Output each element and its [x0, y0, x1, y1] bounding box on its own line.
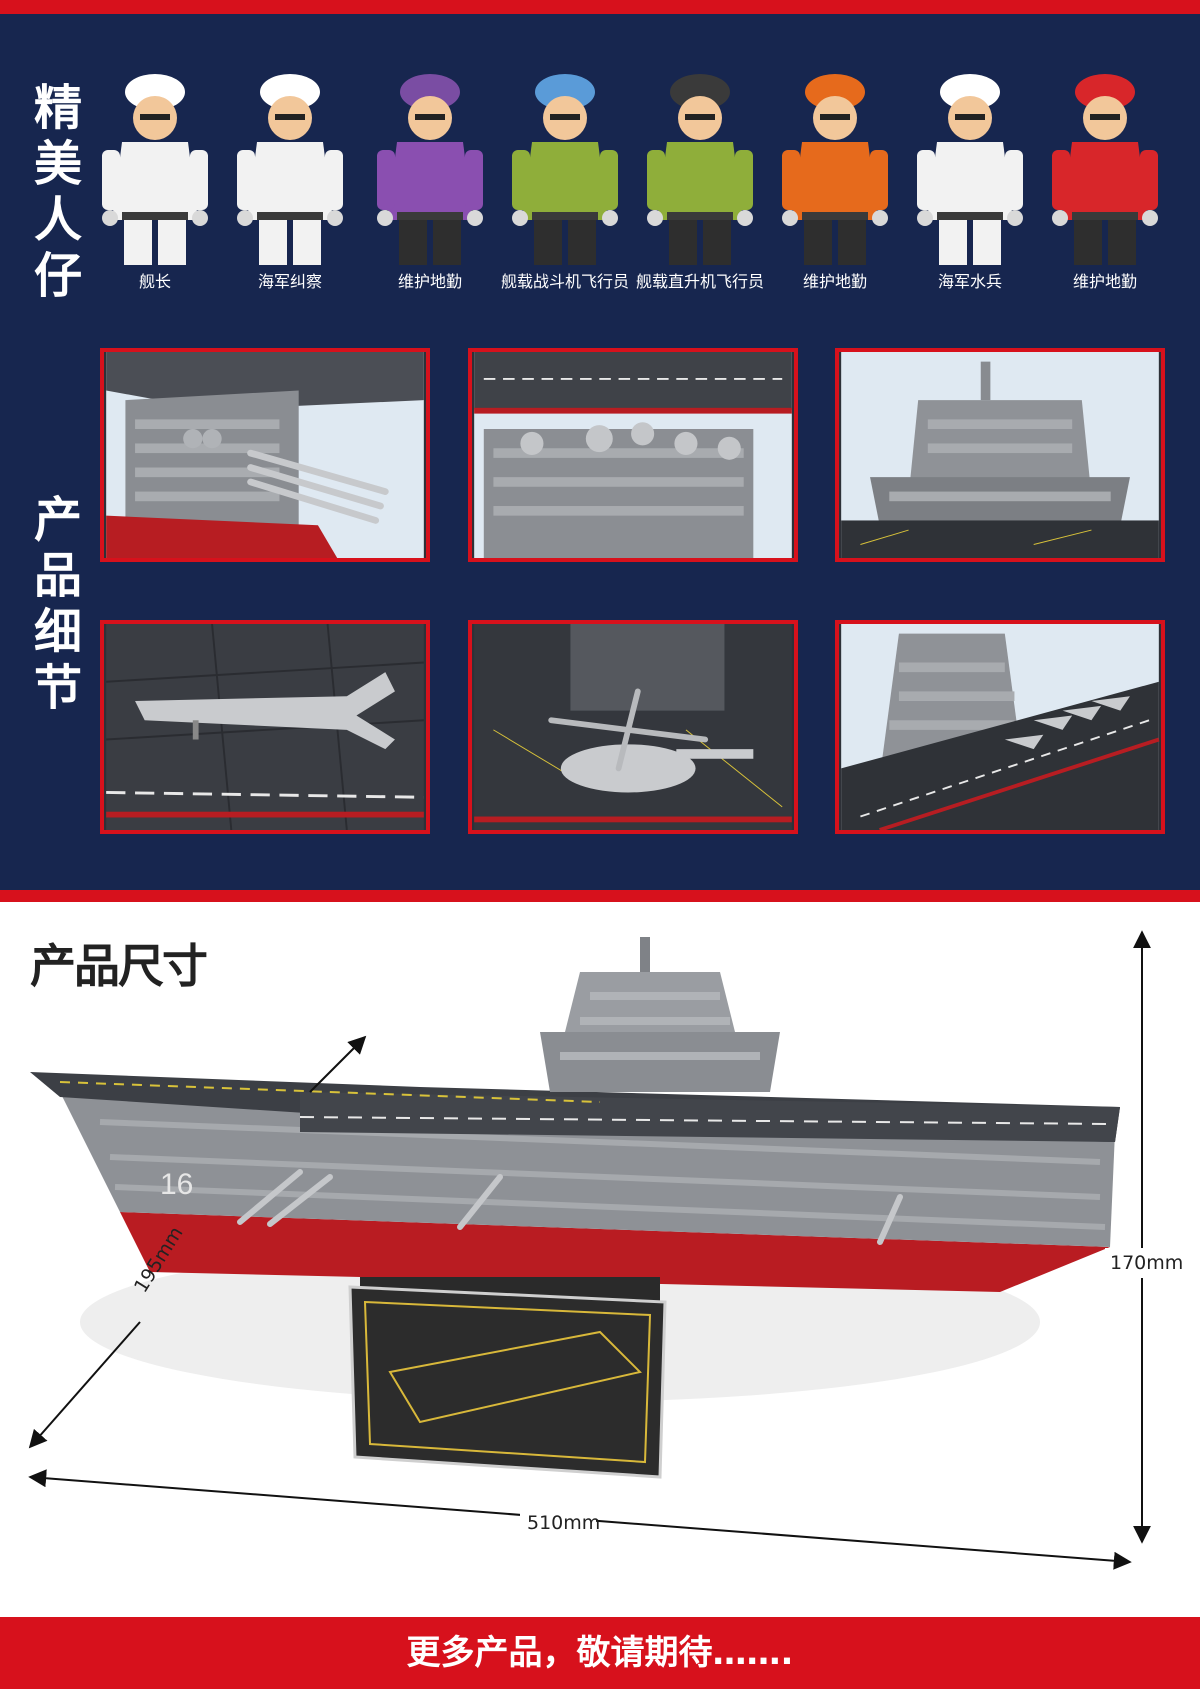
minifigure-image: [917, 74, 1023, 265]
minifigure-label: 维护地勤: [397, 272, 462, 291]
minifigure-image: [102, 74, 208, 265]
minifigure: [1040, 70, 1170, 300]
minifigure-image: [782, 74, 888, 265]
section-divider: [0, 890, 1200, 902]
detail-panel-deck: [835, 620, 1165, 834]
display-plaque: [348, 1285, 667, 1479]
width-label: 510mm: [527, 1512, 601, 1534]
minifigure-image: [237, 74, 343, 265]
details-title-text: 产品细节: [33, 492, 82, 716]
detail-panel-hangar: [468, 348, 798, 562]
minifigure-label: 舰载战斗机飞行员: [500, 272, 629, 291]
height-label-bg: [1105, 1248, 1181, 1278]
minifigure-label: 海军水兵: [937, 272, 1002, 291]
width-label-bg: [520, 1510, 596, 1538]
island-detail-image: [841, 352, 1159, 558]
deck-detail-image: [841, 624, 1160, 830]
helicopter-detail-image: [474, 624, 792, 830]
hull-number: 16: [160, 1168, 193, 1201]
dimension-diagram: 16: [28, 930, 1151, 1570]
minifigure-image: [647, 74, 753, 265]
detail-panel-guns: [100, 348, 430, 562]
dimensions-title: 产品尺寸: [30, 939, 208, 993]
depth-arrow-upper: [309, 1035, 367, 1093]
detail-panel-helicopter: [468, 620, 798, 834]
minifigure: [90, 70, 220, 300]
minifigure: [635, 70, 765, 300]
figures-title-text: 精美人仔: [33, 80, 82, 304]
detail-panel-jet: [100, 620, 430, 834]
details-section-title: 产品细节: [28, 492, 88, 716]
minifigure-label: 舰载直升机飞行员: [635, 272, 764, 291]
minifigure-label: 海军纠察: [257, 272, 322, 291]
minifigure-label: 维护地勤: [802, 272, 867, 291]
minifigure: [770, 70, 900, 300]
gun-detail-image: [106, 352, 424, 558]
footer-bar: [0, 1617, 1200, 1689]
minifigure-label: 舰长: [138, 272, 171, 291]
minifigure: [905, 70, 1035, 300]
minifigure-label: 维护地勤: [1072, 272, 1137, 291]
figures-section-title: 精美人仔: [28, 80, 88, 304]
top-red-stripe: [0, 0, 1200, 14]
hangar-detail-image: [474, 352, 792, 558]
height-label: 170mm: [1110, 1252, 1184, 1274]
depth-arrow-lower: [28, 1321, 141, 1449]
detail-panel-island: [835, 348, 1165, 562]
minifigure: [365, 70, 495, 300]
footer-text: 更多产品，敬请期待…….: [406, 1633, 794, 1673]
minifigure: [500, 70, 630, 300]
minifigure: [225, 70, 355, 300]
jet-detail-image: [106, 624, 424, 830]
minifigure-image: [512, 74, 618, 265]
minifigure-image: [377, 74, 483, 265]
minifigure-image: [1052, 74, 1158, 265]
hull-red: [120, 1212, 1110, 1292]
